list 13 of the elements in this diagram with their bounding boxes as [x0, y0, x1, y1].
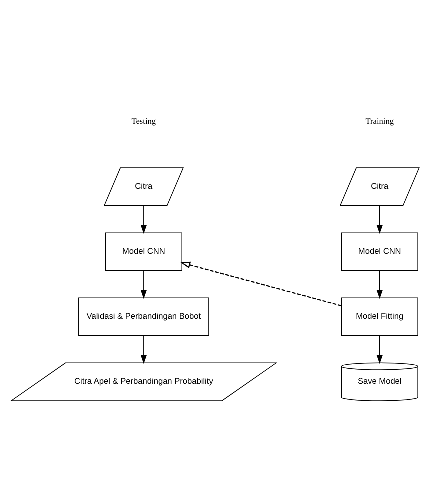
node-box: Validasi & Perbandingan Bobot	[78, 298, 210, 336]
arrow	[376, 270, 384, 300]
arrow	[140, 270, 148, 300]
arrow	[140, 206, 148, 234]
arrow	[376, 206, 384, 234]
node-box: Model Fitting	[341, 298, 418, 336]
arrow	[376, 336, 384, 364]
node-box: Model CNN	[341, 232, 418, 272]
label: Training	[366, 117, 394, 126]
node-box: Model CNN	[105, 232, 182, 272]
arrow	[180, 262, 342, 307]
label: Testing	[132, 117, 156, 126]
arrow	[140, 336, 148, 364]
